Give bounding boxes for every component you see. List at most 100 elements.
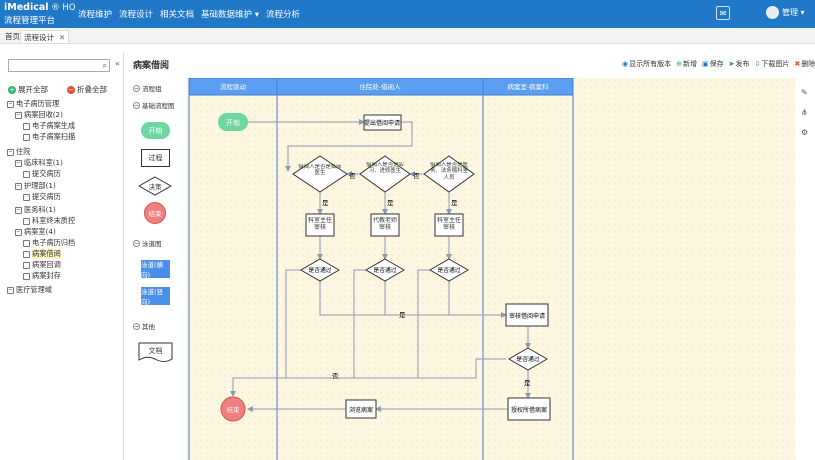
palette-document[interactable]: 文档 (138, 342, 173, 364)
palette-start[interactable]: 开始 (141, 122, 170, 139)
delete-label: 删除 (801, 60, 815, 68)
edge-p3-no (417, 269, 430, 378)
save-label: 保存 (709, 60, 724, 68)
edge-label-yes: 是 (387, 199, 394, 207)
tree-node[interactable]: −病案回收(2) (15, 110, 63, 120)
right-toolbar: ✎ ⋔ ⚙ (795, 78, 815, 460)
tree-node[interactable]: −护理部(1) (15, 181, 56, 191)
publish-button[interactable]: ➤发布 (729, 59, 750, 69)
node-pass-1[interactable] (300, 258, 340, 282)
node-approve-1-label: 科室主任审核 (307, 217, 332, 231)
node-browse[interactable] (345, 399, 377, 419)
node-approve-1[interactable] (305, 213, 335, 237)
pencil-icon[interactable]: ✎ (801, 88, 808, 97)
process-icon (23, 261, 30, 269)
node-pass-4[interactable] (508, 347, 548, 371)
collapse-panel-icon[interactable]: « (115, 59, 120, 68)
flow-diagram[interactable]: 流程驱动 住院处-借阅人 病案室-病案科 (186, 78, 795, 460)
collapse-icon: − (133, 322, 140, 330)
node-pass-3[interactable] (429, 258, 469, 282)
expand-all-button[interactable]: + 展开全部 (8, 84, 48, 95)
node-pass-2[interactable] (365, 258, 405, 282)
tab-home[interactable]: 首页 (2, 30, 23, 43)
tab-process-design[interactable]: 流程设计✕ (20, 30, 70, 43)
tab-home-label: 首页 (5, 32, 20, 41)
tree-node[interactable]: 电子病案扫描 (23, 132, 75, 142)
tree-node-label: 住院 (16, 147, 31, 156)
lane-title-borrower: 住院处-借阅人 (359, 82, 401, 91)
tree-node[interactable]: 提交病历 (23, 169, 61, 179)
tree-node[interactable]: −医疗管理域 (7, 285, 52, 295)
app-name: 流程管理平台 (4, 16, 56, 26)
edge-label-yes: 是 (322, 199, 329, 207)
palette-swimlane-horizontal[interactable]: 泳道(横向) (141, 260, 170, 279)
node-start-label: 开始 (226, 118, 240, 127)
node-decision-2[interactable] (359, 155, 411, 193)
nav-documents[interactable]: 相关文档 (160, 10, 195, 20)
nav-process-analysis[interactable]: 流程分析 (266, 10, 301, 20)
close-icon[interactable]: ✕ (59, 33, 66, 42)
tree-node[interactable]: 电子病历归档 (23, 238, 75, 248)
collapse-icon: − (133, 239, 140, 247)
tree-node-label: 提交病历 (32, 192, 61, 201)
tree-node[interactable]: 科室终末质控 (23, 216, 75, 226)
palette-group-other[interactable]: −其他 (133, 321, 155, 331)
hierarchy-icon[interactable]: ⋔ (801, 108, 808, 117)
process-icon (23, 250, 30, 258)
nav-process-design[interactable]: 流程设计 (119, 10, 154, 20)
show-versions-button[interactable]: ◉显示所有版本 (622, 59, 671, 69)
node-end[interactable] (220, 396, 246, 422)
message-button[interactable]: ✉ (716, 6, 730, 20)
node-grant[interactable] (507, 397, 551, 421)
gear-icon[interactable]: ⚙ (801, 128, 809, 137)
search-icon[interactable]: ⌕ (102, 61, 107, 70)
node-decision-3[interactable] (423, 155, 475, 193)
tree-node[interactable]: −病案室(4) (15, 227, 56, 237)
tree-expand-icon: − (15, 159, 22, 167)
node-start[interactable] (218, 113, 248, 131)
tree-node[interactable]: 提交病历 (23, 192, 61, 202)
palette-process[interactable]: 过程 (141, 149, 170, 167)
tree-node[interactable]: −临床科室(1) (15, 158, 63, 168)
tree-node-label: 提交病历 (32, 169, 61, 178)
tree-node[interactable]: 病案借阅 (23, 249, 61, 259)
download-image-button[interactable]: ⇩下载图片 (754, 59, 789, 69)
collapse-icon: − (133, 84, 140, 92)
node-decision-1[interactable] (292, 155, 348, 193)
tree-node[interactable]: 病案回调 (23, 260, 61, 270)
edge-p1-no (285, 269, 301, 378)
tree-expand-icon: − (7, 286, 14, 294)
process-icon (23, 217, 30, 225)
palette-group-swimlane[interactable]: −泳道图 (133, 238, 162, 248)
tree-node[interactable]: −住院 (7, 147, 30, 157)
tree-node[interactable]: 病案封存 (23, 271, 61, 281)
delete-button[interactable]: ✖删除 (794, 59, 815, 69)
palette-group-basic[interactable]: −基础流程图 (133, 100, 175, 110)
edge-label-no: 否 (349, 172, 356, 180)
nav-process-maintenance[interactable]: 流程维护 (78, 10, 113, 20)
tree-node[interactable]: −医务科(1) (15, 205, 56, 215)
search-input[interactable]: ⌕ (8, 59, 110, 72)
node-approve-2[interactable] (370, 213, 400, 237)
expand-all-label: 展开全部 (18, 85, 48, 94)
palette-group-flow[interactable]: −流程组 (133, 83, 162, 93)
node-apply[interactable] (363, 114, 402, 131)
palette-swimlane-vertical[interactable]: 泳道(竖向) (141, 287, 170, 306)
node-approve-3[interactable] (434, 213, 464, 237)
collapse-all-button[interactable]: − 折叠全部 (67, 84, 107, 95)
tree-expand-icon: − (15, 228, 22, 236)
tree-node[interactable]: −电子病历管理 (7, 99, 59, 109)
nav-base-data[interactable]: 基础数据维护 ▾ (201, 10, 260, 20)
add-button[interactable]: ⊕新增 (676, 59, 697, 69)
palette-decision-label: 决策 (148, 183, 162, 191)
diagram-canvas[interactable]: 流程驱动 住院处-借阅人 病案室-病案科 (186, 78, 795, 460)
grid-background (186, 78, 795, 460)
palette-end[interactable]: 结束 (144, 202, 166, 224)
process-icon (23, 133, 30, 141)
save-button[interactable]: ▣保存 (702, 59, 724, 69)
palette-decision[interactable]: 决策 (138, 176, 172, 196)
node-approve-1-text: 科室主任审核 (307, 217, 332, 231)
node-review[interactable] (505, 303, 549, 327)
tree-node[interactable]: 电子病案生成 (23, 121, 75, 131)
user-menu[interactable]: 管理 ▾ (766, 6, 805, 19)
